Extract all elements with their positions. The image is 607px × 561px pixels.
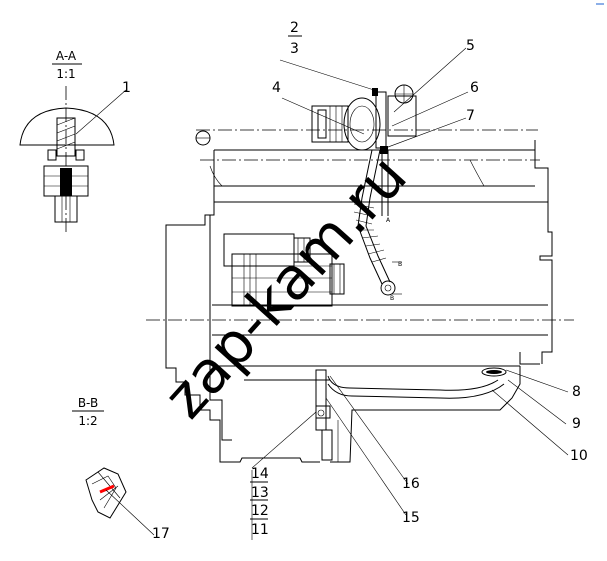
callout-5: 5	[466, 38, 475, 54]
starter-motor	[223, 233, 345, 307]
section-bb-title: B-B	[78, 396, 98, 410]
view-mark-b1: B	[398, 261, 402, 268]
callout-3: 3	[290, 41, 299, 57]
callout-2: 2	[290, 20, 299, 36]
section-aa-title: A-A	[56, 49, 77, 63]
callout-14: 14	[251, 466, 269, 482]
callout-16: 16	[402, 476, 420, 492]
turbocharger	[311, 84, 417, 154]
section-aa-scale: 1:1	[56, 67, 75, 81]
callout-12: 12	[251, 503, 269, 519]
callout-8: 8	[572, 384, 581, 400]
clamp-detail	[85, 467, 127, 519]
oil-supply-pipe	[353, 149, 402, 296]
section-bb: B-B 1:2	[72, 396, 104, 428]
callout-10: 10	[570, 448, 588, 464]
engine-outline	[146, 129, 574, 463]
callout-4: 4	[272, 80, 281, 96]
callout-17: 17	[152, 526, 170, 542]
manifold-studs	[209, 159, 485, 187]
section-bb-scale: 1:2	[78, 414, 97, 428]
callout-9: 9	[572, 416, 581, 432]
red-marker	[99, 484, 115, 494]
callout-labels: 1 2 3 4 5 6 7 8 9 10 11 12 13 14 15 16 1…	[122, 20, 588, 542]
callout-1: 1	[122, 80, 131, 96]
callout-13: 13	[251, 485, 269, 501]
leader-lines	[75, 47, 569, 540]
oil-return-pipe	[315, 367, 507, 461]
callout-7: 7	[466, 108, 475, 124]
section-aa: A-A 1:1	[19, 49, 115, 232]
callout-11: 11	[251, 522, 269, 538]
view-mark-a: A	[386, 217, 391, 224]
callout-6: 6	[470, 80, 479, 96]
callout-15: 15	[402, 510, 420, 526]
view-mark-b2: B	[390, 295, 394, 302]
